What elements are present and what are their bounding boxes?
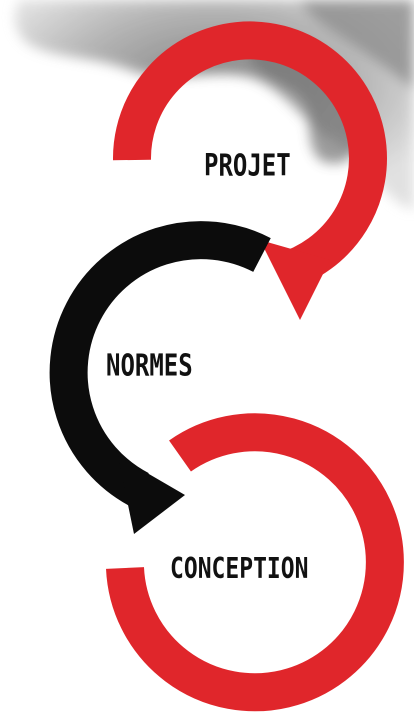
step-label-conception: CONCEPTION bbox=[170, 553, 309, 586]
step-label-normes: NORMES bbox=[106, 348, 193, 383]
projet-ring bbox=[112, 21, 387, 320]
conception-ring bbox=[106, 413, 404, 712]
projet-arrowhead bbox=[260, 240, 330, 320]
normes-ring bbox=[49, 221, 271, 534]
normes-arrowhead bbox=[118, 456, 185, 534]
step-label-projet: PROJET bbox=[204, 148, 291, 183]
